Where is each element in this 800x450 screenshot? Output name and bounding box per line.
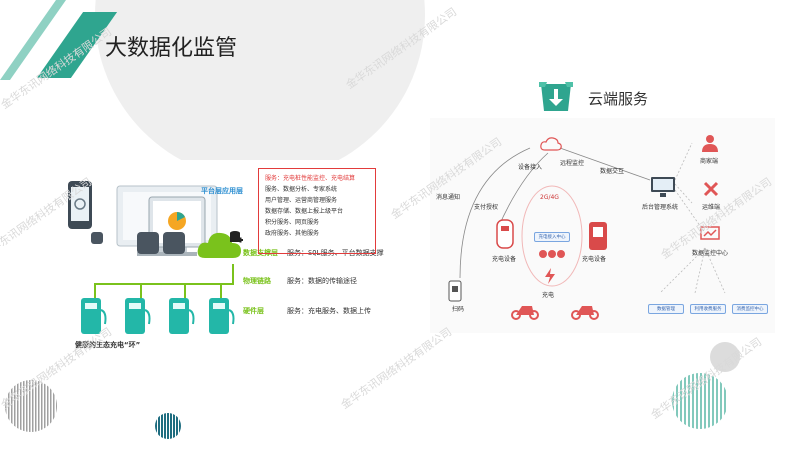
hardware-layer-label: 硬件层: [243, 307, 264, 315]
bg-circle-teal-striped: [672, 373, 728, 429]
charger-right-icon: [585, 220, 611, 254]
center-chip: 充电接入中心: [534, 232, 570, 242]
label-remote-monitor: 远程监控: [560, 160, 585, 167]
hardware-service-text: 服务：充电服务、数据上传: [287, 307, 371, 315]
platform-service-box: 服务：充电桩性能监控、充电结算 服务、数据分析、专家系统 用户管理、运营商管理服…: [258, 168, 376, 254]
lock-badge-icon: [91, 232, 103, 244]
service-line-5: 积分服务、网页服务: [265, 219, 320, 226]
data-center-icon: [700, 226, 720, 244]
label-ebike: 充电: [542, 292, 555, 299]
service-line-2: 服务、数据分析、专家系统: [265, 186, 338, 193]
link-service-text: 服务：数据的传输途径: [287, 277, 357, 285]
bg-circle-gray: [710, 342, 740, 372]
charger-left-icon: [492, 218, 518, 252]
service-line-6: 政府服务、其他服务: [265, 230, 320, 237]
wifi-badge-icon: [137, 232, 159, 254]
chip-3: 消费监控中心: [732, 304, 768, 314]
cloud-server-icon: [540, 136, 562, 152]
label-device-access: 设备接入: [518, 164, 543, 171]
label-backend: 后台管理系统: [642, 204, 679, 211]
service-line-3: 用户管理、运营商管理服务: [265, 197, 338, 204]
charger-1-icon: [77, 296, 109, 336]
diagram-caption: 健康的生态充电“环”: [75, 341, 141, 349]
bg-circle-gray-striped: [5, 380, 57, 432]
ops-tools-icon: [702, 180, 720, 198]
chip-1: 数据管理: [648, 304, 684, 314]
label-charger-left: 充电设备: [492, 256, 517, 263]
label-scan: 扫码: [452, 306, 465, 313]
phone-center-icon: [538, 246, 566, 260]
page-title: 大数据化监管: [105, 36, 238, 61]
label-pay-authorize: 支付授权: [474, 204, 499, 211]
link-layer-label: 物理链路: [243, 277, 271, 285]
service-line-4: 数据存储、数据上报上级平台: [265, 208, 344, 215]
label-data-center: 数据监控中心: [692, 250, 729, 257]
download-icon: [537, 78, 575, 114]
merchant-icon: [700, 134, 720, 152]
flow-arrows: [459, 142, 726, 294]
label-message-notify: 消息通知: [436, 194, 461, 201]
scooter-left-icon: [510, 298, 540, 320]
charger-3-icon: [165, 296, 197, 336]
label-ops: 运维端: [702, 204, 721, 211]
left-diagram: 平台层应用层 数据支撑层 服务：SQL服务、平台数据支撑 物理链路 服务：数据的…: [55, 160, 395, 360]
service-line-1: 服务：充电桩性能监控、充电结算: [265, 175, 356, 182]
bg-circle-large: [95, 0, 425, 180]
label-charger-right: 充电设备: [582, 256, 607, 263]
scooter-right-icon: [570, 298, 600, 320]
scan-phone-icon: [448, 280, 462, 302]
label-data-exchange: 数据交互: [600, 168, 625, 175]
lightning-icon: [544, 268, 556, 284]
cable-network: [93, 260, 253, 300]
phone-icon: [67, 180, 93, 230]
settings-badge-icon: [163, 232, 185, 254]
chip-2: 利用收费服务: [690, 304, 726, 314]
charger-2-icon: [121, 296, 153, 336]
label-network: 2G/4G: [540, 194, 559, 201]
database-add-icon: [229, 230, 243, 246]
charger-4-icon: [205, 296, 237, 336]
right-diagram: 设备接入 远程监控 数据交互 消息通知 支付授权 2G/4G 充电设备 充电设备…: [430, 118, 775, 333]
cloud-service-title: 云端服务: [588, 90, 649, 108]
bg-circle-dark-teal: [155, 413, 181, 439]
label-merchant: 商家端: [700, 158, 719, 165]
backend-monitor-icon: [650, 176, 676, 198]
platform-layer-label: 平台层应用层: [201, 187, 243, 195]
